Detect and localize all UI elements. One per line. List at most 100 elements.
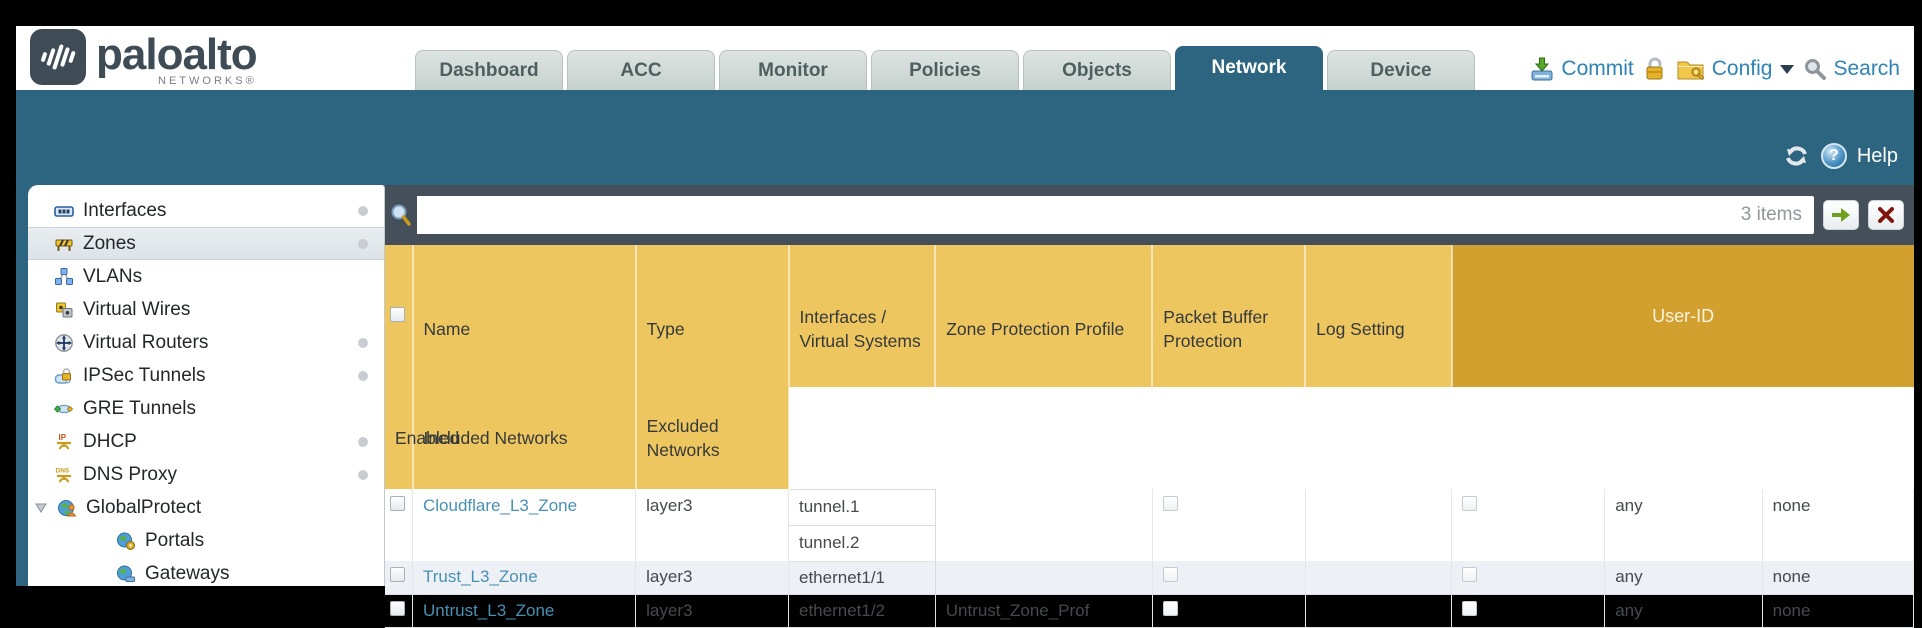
vlans-icon xyxy=(55,267,73,285)
virtual-wires-icon xyxy=(56,302,73,317)
included-networks-cell: any xyxy=(1604,594,1763,628)
tab-network[interactable]: Network xyxy=(1175,46,1323,90)
main-nav-tabs: Dashboard ACC Monitor Policies Objects N… xyxy=(415,46,1475,90)
sidebar-item-portals[interactable]: Portals xyxy=(28,524,384,557)
user-id-enabled-checkbox[interactable] xyxy=(1462,600,1478,616)
virtual-routers-icon xyxy=(55,333,73,352)
column-header-enabled[interactable]: Enabled xyxy=(385,387,459,489)
tab-objects[interactable]: Objects xyxy=(1023,50,1171,90)
column-header-log-setting[interactable]: Log Setting xyxy=(1305,245,1453,387)
commit-label: Commit xyxy=(1561,57,1634,80)
packet-buffer-checkbox[interactable] xyxy=(1162,496,1178,511)
refresh-icon[interactable] xyxy=(1783,143,1811,169)
sidebar-item-label: Portals xyxy=(145,529,205,551)
filter-band: 3 items xyxy=(385,185,1914,245)
utility-bar: Commit Config xyxy=(1529,56,1900,82)
sidebar-item-label: VLANs xyxy=(83,265,143,287)
log-setting-cell xyxy=(1305,489,1453,561)
zone-type-cell: layer3 xyxy=(635,489,789,561)
select-all-cell xyxy=(385,245,414,387)
commit-icon xyxy=(1531,57,1553,81)
zone-name-link[interactable]: Trust_L3_Zone xyxy=(423,567,538,587)
column-header-type[interactable]: Type xyxy=(635,245,790,387)
page-band: ? Help xyxy=(16,90,1914,185)
zones-icon xyxy=(55,239,73,251)
packet-buffer-checkbox[interactable] xyxy=(1162,600,1178,616)
brand-name: paloalto xyxy=(96,30,258,79)
globalprotect-icon xyxy=(58,499,77,516)
tab-dashboard[interactable]: Dashboard xyxy=(415,50,563,90)
sidebar-item-dhcp[interactable]: IP DHCP xyxy=(28,425,384,458)
user-id-enabled-checkbox[interactable] xyxy=(1462,496,1478,511)
column-header-excluded-networks[interactable]: Excluded Networks xyxy=(635,387,790,489)
sidebar-item-zones[interactable]: Zones xyxy=(28,227,384,260)
column-header-packet-buffer-protection[interactable]: Packet Buffer Protection xyxy=(1152,245,1307,387)
interface-cell: ethernet1/2 xyxy=(788,593,936,628)
packet-buffer-checkbox[interactable] xyxy=(1162,567,1178,583)
row-checkbox[interactable] xyxy=(390,567,405,583)
zone-protection-cell xyxy=(935,489,1153,561)
sidebar-item-vlans[interactable]: VLANs xyxy=(28,260,384,293)
sidebar-item-label: Interfaces xyxy=(83,199,167,221)
commit-button[interactable]: Commit xyxy=(1529,56,1634,82)
column-header-zone-protection-profile[interactable]: Zone Protection Profile xyxy=(935,245,1154,387)
help-icon[interactable]: ? xyxy=(1820,143,1847,169)
sidebar-item-label: Virtual Wires xyxy=(83,298,191,320)
svg-text:DNS: DNS xyxy=(56,467,70,474)
svg-text:IP: IP xyxy=(59,433,67,442)
dhcp-icon: IP xyxy=(57,433,71,450)
config-icon xyxy=(1677,61,1705,80)
sidebar-item-ipsec-tunnels[interactable]: IPSec Tunnels xyxy=(28,359,384,392)
config-menu[interactable]: Config xyxy=(1676,56,1795,82)
filter-input[interactable] xyxy=(417,196,1741,234)
status-dot xyxy=(358,205,368,216)
clear-filter-icon xyxy=(1878,207,1894,223)
sidebar-item-virtual-wires[interactable]: Virtual Wires xyxy=(28,293,384,326)
clear-filter-button[interactable] xyxy=(1868,200,1904,230)
sidebar-item-label: DNS Proxy xyxy=(83,463,177,485)
sidebar-item-gateways[interactable]: Gateways xyxy=(28,557,384,586)
sidebar-item-interfaces[interactable]: Interfaces xyxy=(28,194,384,227)
table-row: Trust_L3_Zone layer3 ethernet1/1 any non… xyxy=(385,560,1915,595)
sidebar-item-virtual-routers[interactable]: Virtual Routers xyxy=(28,326,384,359)
column-header-name[interactable]: Name xyxy=(412,245,637,387)
zone-name-link[interactable]: Cloudflare_L3_Zone xyxy=(423,496,578,515)
search-button[interactable]: Search xyxy=(1803,57,1900,81)
lock-icon[interactable] xyxy=(1643,56,1667,82)
apply-filter-button[interactable] xyxy=(1823,200,1859,230)
interface-cell: ethernet1/1 xyxy=(788,560,936,595)
expander-triangle-icon[interactable] xyxy=(34,501,48,515)
status-dot xyxy=(358,238,368,249)
column-header-included-networks[interactable]: Included Networks xyxy=(412,387,637,489)
tab-monitor[interactable]: Monitor xyxy=(719,50,867,90)
status-dot xyxy=(358,436,368,447)
zone-name-link[interactable]: Untrust_L3_Zone xyxy=(423,600,555,620)
paloalto-logo-icon xyxy=(30,29,86,85)
sidebar-item-gre-tunnels[interactable]: GRE Tunnels xyxy=(28,392,384,425)
row-checkbox[interactable] xyxy=(390,600,405,616)
row-checkbox[interactable] xyxy=(390,496,405,511)
table-row: Untrust_L3_Zone layer3 ethernet1/2 Untru… xyxy=(385,593,1915,628)
select-all-checkbox[interactable] xyxy=(390,307,405,322)
tab-policies[interactable]: Policies xyxy=(871,50,1019,90)
tab-device[interactable]: Device xyxy=(1327,50,1475,90)
column-header-interfaces[interactable]: Interfaces / Virtual Systems xyxy=(788,245,937,387)
top-header: paloalto NETWORKS® Dashboard ACC Monitor… xyxy=(16,26,1914,90)
item-count: 3 items xyxy=(1740,204,1802,225)
status-dot xyxy=(358,337,368,348)
search-icon xyxy=(391,204,411,226)
sidebar-item-globalprotect[interactable]: GlobalProtect xyxy=(28,491,384,524)
sidebar-item-dns-proxy[interactable]: DNS DNS Proxy xyxy=(28,458,384,491)
ipsec-tunnels-icon xyxy=(54,367,71,384)
search-label: Search xyxy=(1833,57,1900,80)
excluded-networks-cell: none xyxy=(1762,594,1915,628)
user-id-enabled-checkbox[interactable] xyxy=(1462,567,1478,583)
tab-acc[interactable]: ACC xyxy=(567,50,715,90)
portals-icon xyxy=(117,532,135,550)
gre-tunnels-icon xyxy=(54,404,74,413)
status-dot xyxy=(358,370,368,381)
brand-subtitle: NETWORKS® xyxy=(158,75,257,87)
app-window: paloalto NETWORKS® Dashboard ACC Monitor… xyxy=(16,26,1915,628)
excluded-networks-cell: none xyxy=(1762,489,1915,561)
config-label: Config xyxy=(1711,57,1773,80)
